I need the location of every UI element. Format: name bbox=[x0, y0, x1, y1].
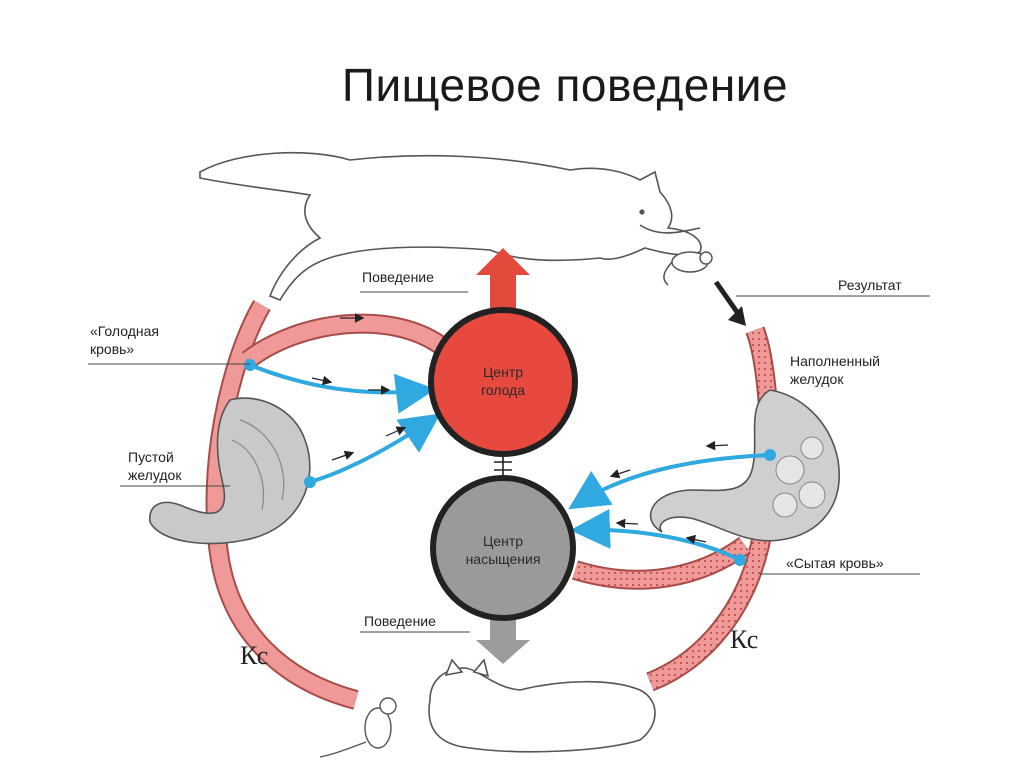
behavior-down-arrow bbox=[476, 610, 530, 664]
mouse-illustration bbox=[319, 697, 397, 758]
left-blood-vessel bbox=[205, 299, 446, 710]
mouse-in-mouth-illustration bbox=[663, 251, 713, 286]
hungry-blood-label-2: кровь» bbox=[90, 341, 134, 357]
behavior-top-label: Поведение bbox=[362, 269, 434, 285]
flow-arrows bbox=[311, 313, 729, 545]
satiety-center-label-1: Центр bbox=[483, 533, 523, 549]
nerve-nodes bbox=[244, 359, 776, 566]
fed-blood-label: «Сытая кровь» bbox=[786, 555, 884, 571]
full-stomach-label-1: Наполненный bbox=[790, 353, 880, 369]
satiety-center-label-2: насыщения bbox=[466, 551, 541, 567]
behavior-up-arrow bbox=[476, 248, 530, 310]
empty-stomach-label-1: Пустой bbox=[128, 449, 174, 465]
nerve-pathways bbox=[249, 363, 771, 562]
hungry-blood-label-1: «Голодная bbox=[90, 323, 159, 339]
hunger-center-label-1: Центр bbox=[483, 364, 523, 380]
empty-stomach-illustration bbox=[149, 397, 311, 545]
hunger-center-label-2: голода bbox=[481, 382, 525, 398]
hunger-center: Центр голода bbox=[428, 307, 578, 457]
empty-stomach-label-2: желудок bbox=[128, 467, 182, 483]
behavior-bottom-label: Поведение bbox=[364, 613, 436, 629]
full-stomach-illustration bbox=[649, 389, 840, 542]
result-arrow bbox=[713, 280, 746, 326]
ks-right-label: Кс bbox=[730, 625, 758, 654]
hunting-cat-illustration bbox=[199, 151, 702, 301]
ks-left-label: Кс bbox=[240, 641, 268, 670]
satiety-center: Центр насыщения bbox=[430, 475, 576, 621]
sleeping-cat-illustration bbox=[428, 658, 656, 753]
full-stomach-label-2: желудок bbox=[790, 371, 844, 387]
page-title: Пищевое поведение bbox=[341, 59, 789, 111]
result-label: Результат bbox=[838, 277, 902, 293]
